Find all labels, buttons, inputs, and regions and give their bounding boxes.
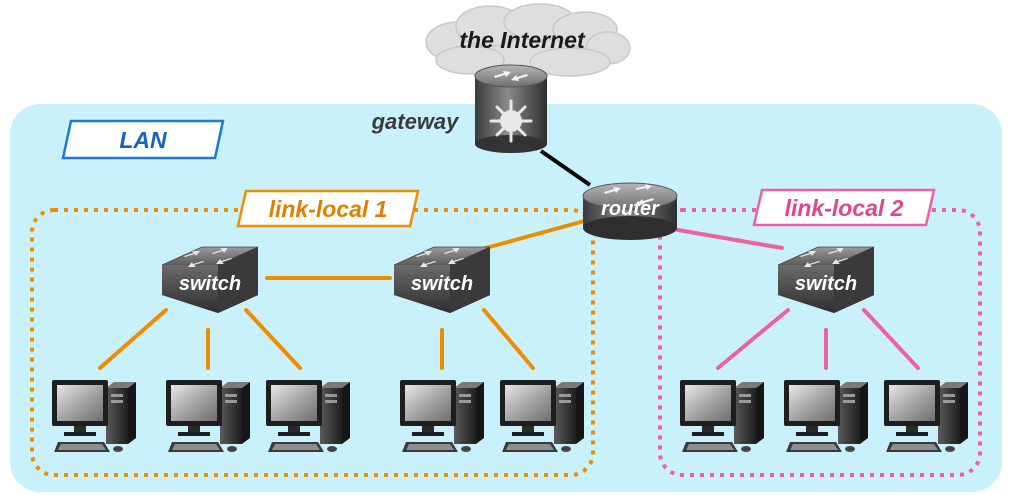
- lan-label: LAN: [119, 127, 167, 153]
- switch-3-icon: switch: [777, 246, 875, 314]
- link-local-1-links: [98, 218, 590, 370]
- switch-1-icon: switch: [161, 246, 259, 314]
- link-local-2-boundary: [658, 208, 982, 477]
- link-local-1-boundary: [30, 208, 595, 477]
- internet-cloud-icon: [425, 3, 631, 77]
- switch-2-label: switch: [411, 273, 473, 295]
- router-label: router: [601, 198, 660, 220]
- internet-label: the Internet: [459, 27, 586, 53]
- gateway-icon: [474, 64, 548, 153]
- link-local-1-label: link-local 1: [269, 196, 388, 222]
- gateway-label: gateway: [371, 109, 461, 134]
- switch-1-label: switch: [179, 273, 241, 295]
- uplink-gateway-router: [539, 149, 592, 187]
- router-icon: [582, 182, 678, 240]
- switch-2-icon: switch: [393, 246, 491, 314]
- link-local-1-label-box: link-local 1: [236, 189, 420, 228]
- link-local-2-links: [676, 228, 920, 370]
- link-local-2-label-box: link-local 2: [752, 188, 936, 227]
- link-local-2-label: link-local 2: [785, 195, 904, 221]
- lan-label-box: LAN: [61, 119, 225, 160]
- switch-3-label: switch: [795, 273, 857, 295]
